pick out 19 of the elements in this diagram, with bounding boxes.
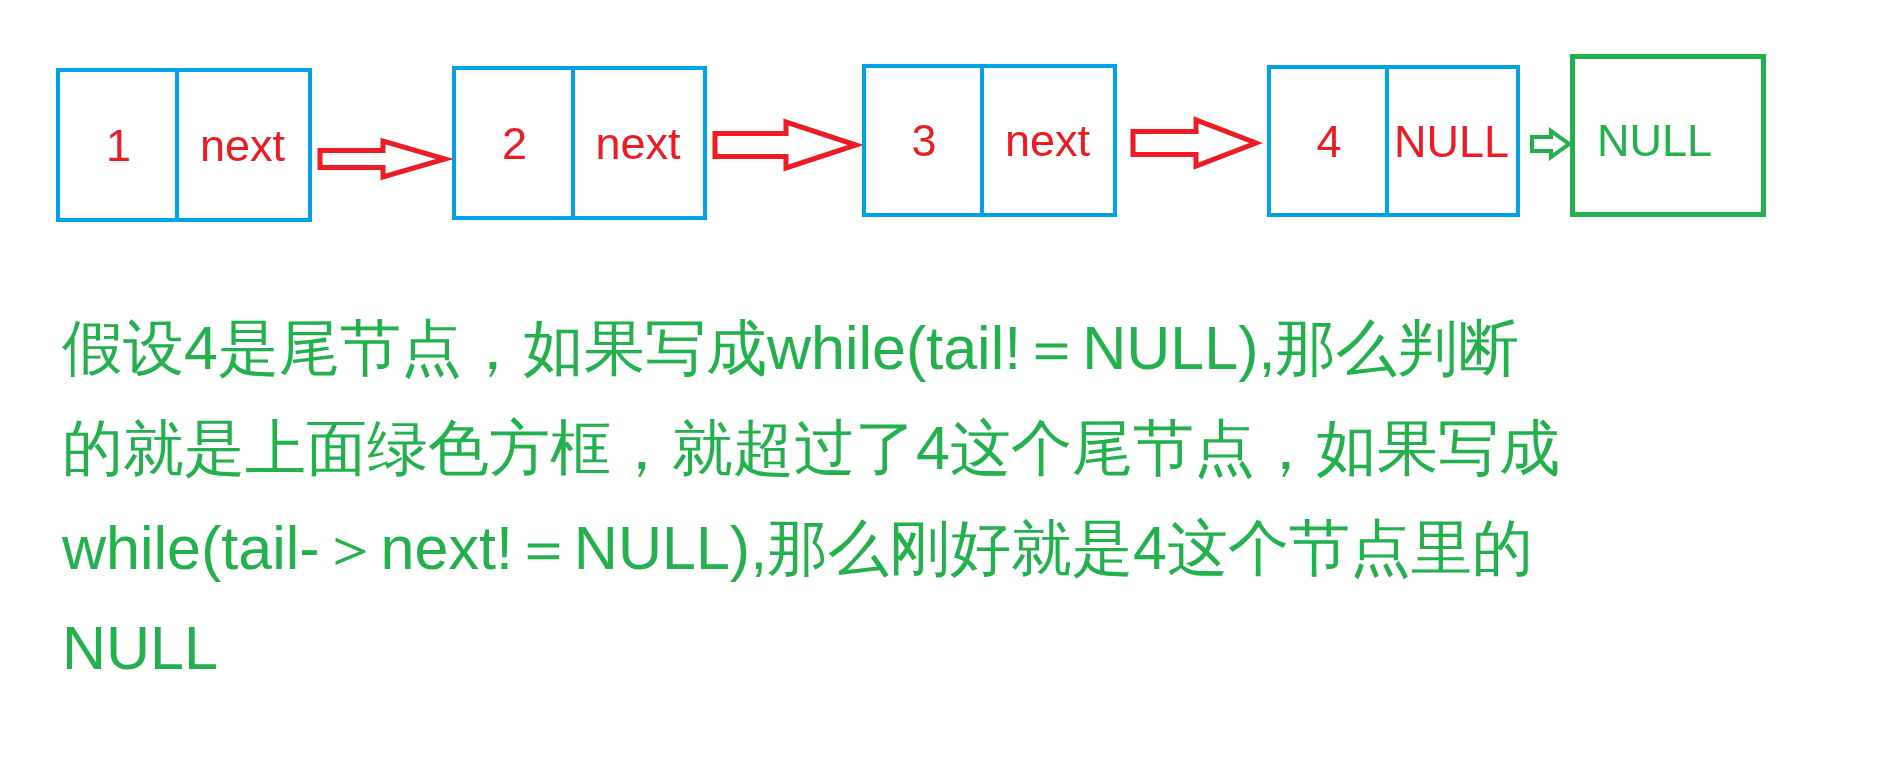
list-node-box [1267,65,1520,217]
pointer-value: NULL [1393,118,1510,164]
block-arrow [1530,127,1573,161]
data-value: 1 [106,122,131,168]
data-value: 2 [502,120,527,166]
list-node-box [452,66,707,220]
pointer-value: next [595,120,681,166]
pointer-value: next [1004,118,1091,163]
block-arrow [317,137,454,181]
block-arrow [712,118,864,172]
node-box [1570,54,1766,217]
list-node-box [862,64,1117,217]
data-value: 3 [911,118,937,163]
data-value: 4 [1316,118,1342,164]
pointer-value: next [199,122,286,168]
block-arrow [1130,116,1263,170]
list-node-box [56,68,312,222]
null-label: NULL [1597,118,1713,163]
explanation-text: 假设4是尾节点，如果写成while(tail!＝NULL),那么判断的就是上面绿色方框，就超过了4这个尾节点，如果写成while(tail-＞next!＝NULL),那么刚好就是4这个节点里的NULL [62,313,1561,684]
